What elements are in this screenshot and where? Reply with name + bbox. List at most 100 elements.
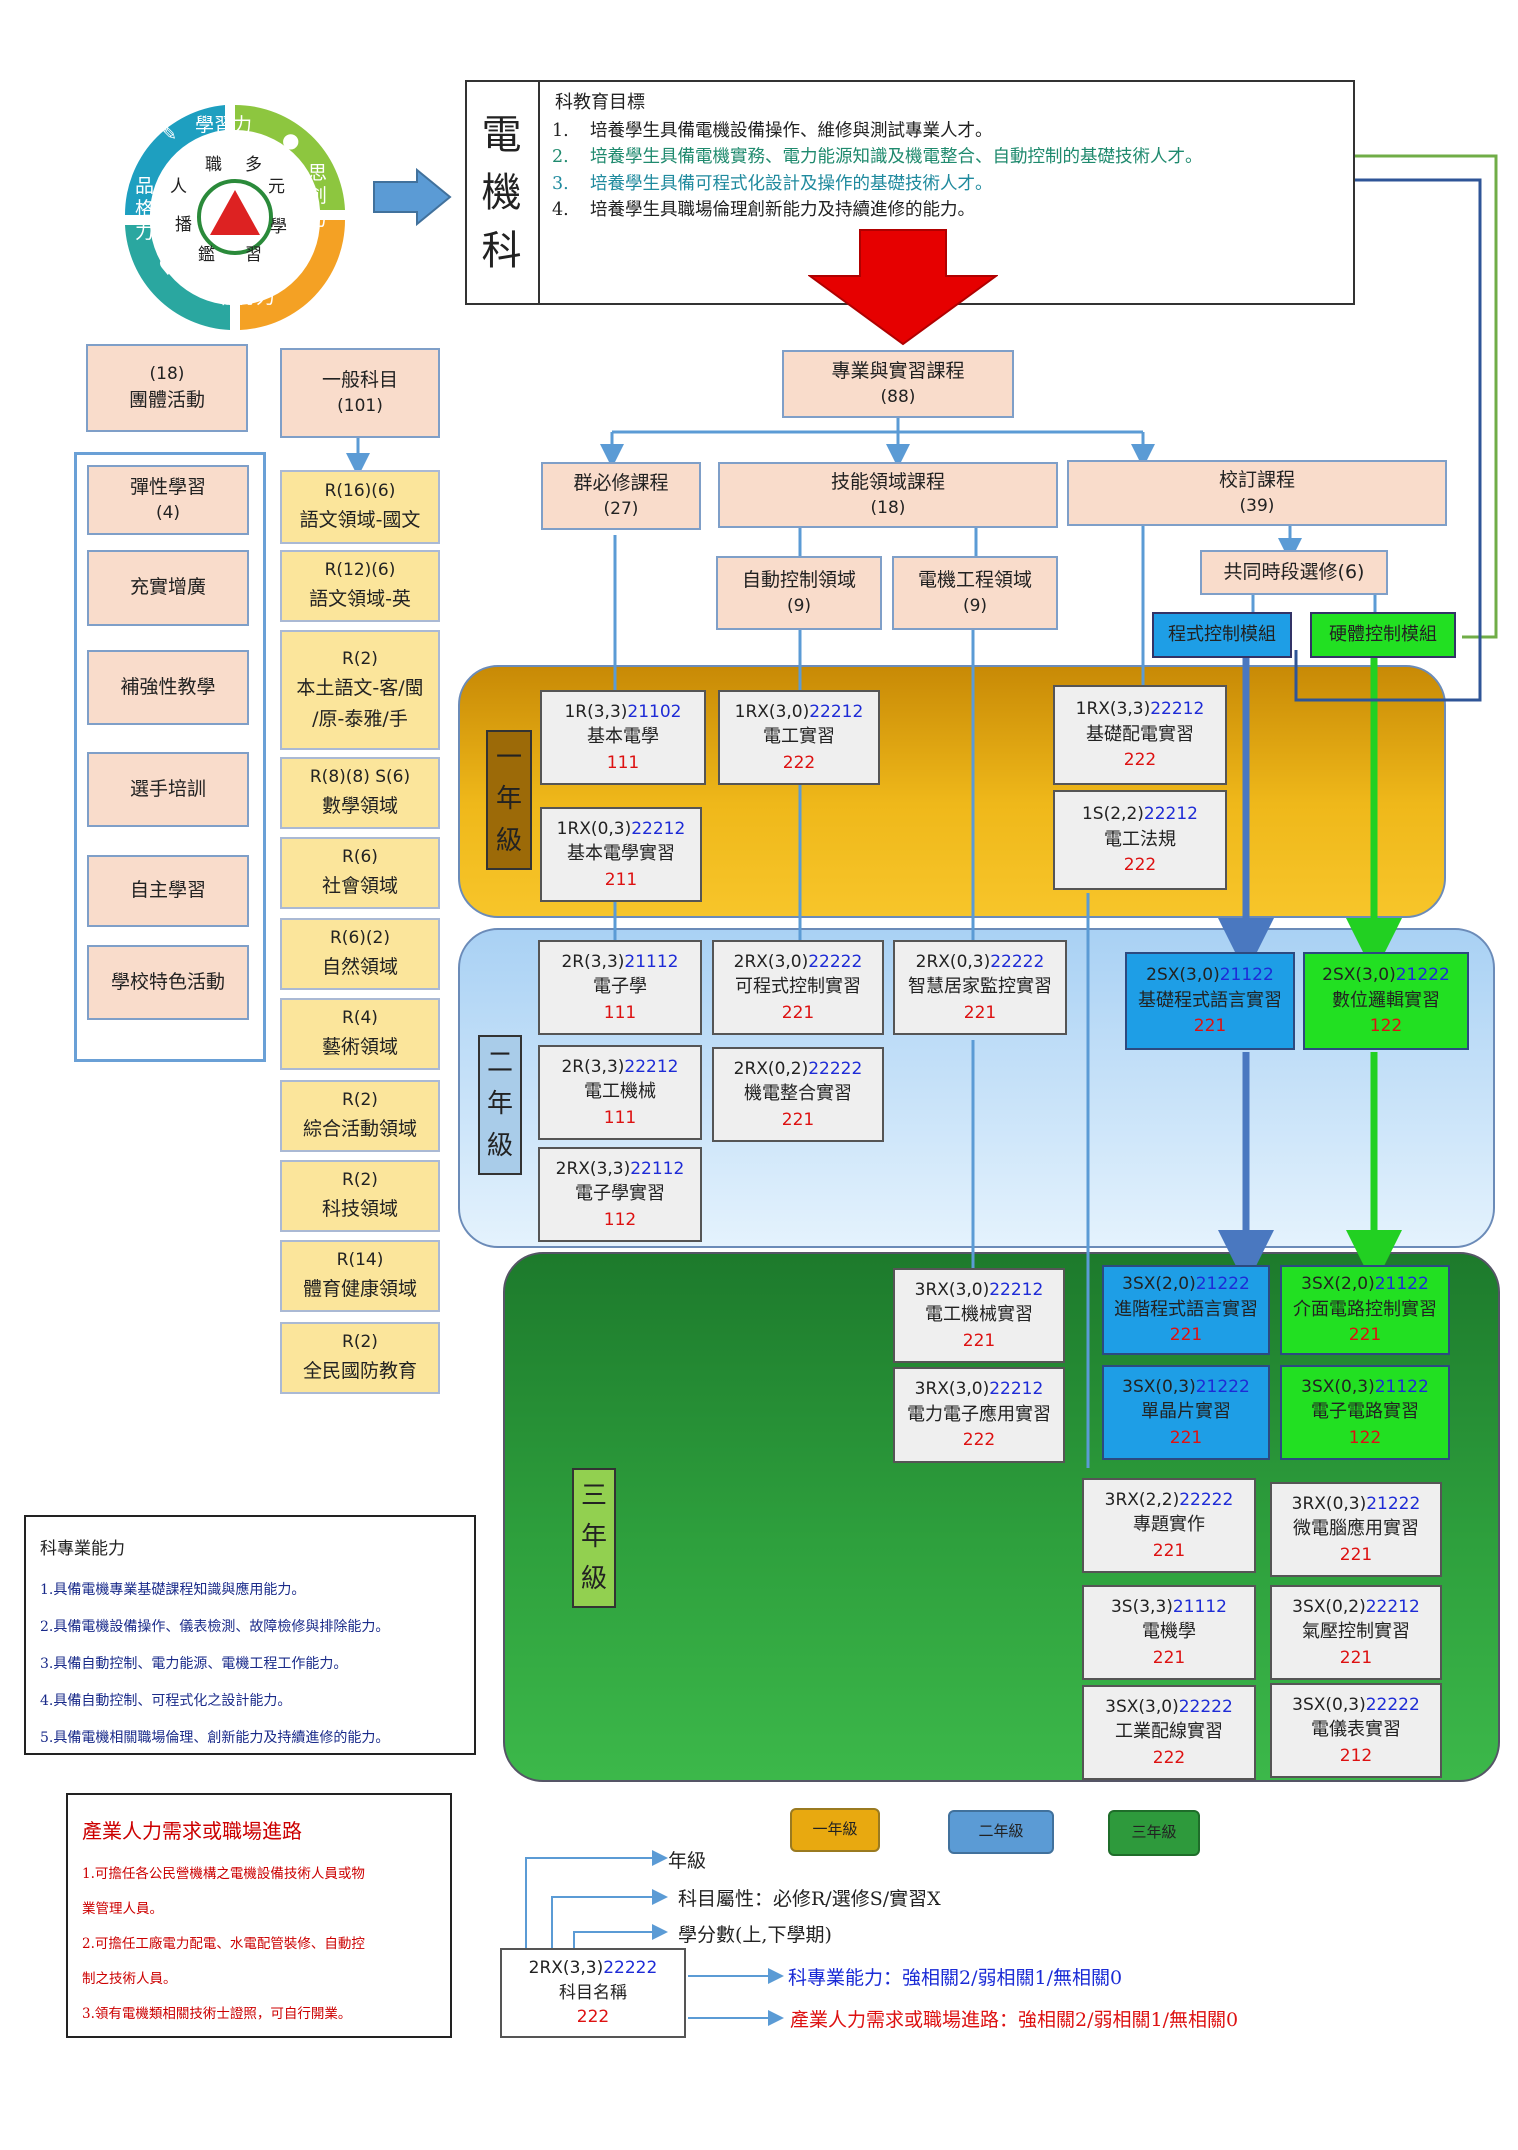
logo-inner-char: 元: [268, 177, 285, 197]
course-code-line: 3SX(2,0)21222: [1122, 1272, 1250, 1297]
course-name: 基礎配電實習: [1086, 723, 1194, 745]
course-code: 1RX(3,3): [1075, 699, 1151, 720]
subject-credit: R(16)(6): [324, 481, 396, 502]
career-title: 產業人力需求或職場進路: [82, 1819, 302, 1843]
course-code: 2RX(3,0): [733, 951, 809, 972]
flex-item-box: 學校特色活動: [87, 945, 249, 1020]
course-name: 數位邏輯實習: [1332, 989, 1440, 1011]
right-arrow-icon: [373, 168, 452, 226]
ability-item: 5.具備電機相關職場倫理、創新能力及持續進修的能力。: [40, 1730, 390, 1747]
subject-box: R(2)本土語文-客/閩/原-泰雅/手: [280, 630, 440, 750]
course-code-line: 2RX(3,3)22112: [556, 1157, 685, 1182]
bulb-icon: ●: [282, 128, 300, 152]
course-code: 3SX(2,0): [1301, 1274, 1375, 1295]
legend-year1: 一年級: [790, 1808, 880, 1852]
course-code: 2SX(3,0): [1322, 965, 1396, 986]
course-code-line: 2R(3,3)21112: [561, 950, 678, 975]
course-code: 2R(3,3): [561, 951, 625, 972]
group-activity-box: (18)團體活動: [86, 344, 248, 432]
logo-inner-char: 學: [270, 217, 287, 237]
flex-item-box: 自主學習: [87, 855, 249, 927]
subject-name: 綜合活動領域: [302, 1118, 417, 1141]
course-number: 21222: [1195, 1274, 1250, 1295]
course-name: 基礎程式語言實習: [1138, 989, 1282, 1011]
course-code-line: 3SX(0,3)21122: [1301, 1375, 1429, 1400]
flex-learning-frame: [74, 452, 266, 1062]
ability-item: 4.具備自動控制、可程式化之設計能力。: [40, 1693, 292, 1710]
subject-credit: R(2): [342, 1332, 378, 1353]
course-code-line: 2R(3,3)22212: [561, 1055, 678, 1080]
course-relation: 211: [604, 869, 638, 890]
subject-credit: R(2): [342, 1090, 378, 1111]
electrical-domain-box: 電機工程領域(9): [892, 556, 1058, 630]
subject-name: 本土語文-客/閩: [296, 677, 424, 700]
year2-label: 二年級: [478, 1035, 522, 1175]
course-relation: 221: [1348, 1325, 1382, 1346]
course-relation: 222: [1152, 1747, 1186, 1768]
course-name: 電子電路實習: [1311, 1401, 1419, 1423]
course-relation: 212: [1339, 1745, 1373, 1766]
dept-char: 科: [481, 227, 522, 274]
course-code-line: 3RX(3,0)22212: [915, 1377, 1044, 1402]
course-number: 22112: [630, 1158, 685, 1179]
subject-box: R(2)全民國防教育: [280, 1322, 440, 1394]
subject-box: R(14)體育健康領域: [280, 1240, 440, 1312]
subject-credit: R(4): [342, 1008, 378, 1029]
goals-title: 科教育目標: [555, 92, 645, 113]
course-name: 電機學: [1142, 1621, 1196, 1643]
course-number: 22222: [1179, 1489, 1234, 1510]
course-name: 電儀表實習: [1311, 1719, 1401, 1741]
subject-credit: R(14): [336, 1250, 384, 1271]
subject-credit: R(12)(6): [324, 560, 396, 581]
course-code-line: 3SX(2,0)21122: [1301, 1272, 1429, 1297]
subject-credit: R(8)(8) S(6): [309, 767, 411, 788]
legend-note-attr: 科目屬性：必修R/選修S/實習X: [678, 1888, 941, 1910]
goals-list: 1.培養學生具備電機設備操作、維修與測試專業人才。 2.培養學生具備電機實務、電…: [552, 118, 1347, 223]
course-number: 22222: [1365, 1694, 1420, 1715]
course-relation: 222: [1123, 750, 1157, 771]
course-number: 21222: [1366, 1493, 1421, 1514]
course-code-line: 1RX(3,3)22212: [1076, 697, 1205, 722]
course-code-line: 3RX(0,3)21222: [1292, 1492, 1421, 1517]
course-name: 專題實作: [1133, 1514, 1205, 1536]
year3-label: 三年級: [572, 1468, 616, 1608]
course-relation: 222: [782, 752, 816, 773]
course-code-line: 1RX(3,0)22212: [735, 700, 864, 725]
course-name: 電工實習: [763, 726, 835, 748]
goal-item: 4.培養學生具職場倫理創新能力及持續進修的能力。: [552, 199, 975, 220]
course-code: 1S(2,2): [1081, 804, 1144, 825]
course-number: 22222: [808, 1058, 863, 1079]
goal-item: 2.培養學生具備電機實務、電力能源知識及機電整合、自動控制的基礎技術人才。: [552, 147, 1203, 168]
subject-name: 自然領域: [321, 956, 398, 979]
course-code: 3SX(0,2): [1292, 1596, 1366, 1617]
flex-item-label: 選手培訓: [129, 777, 206, 800]
course-number: 22222: [1178, 1696, 1233, 1717]
flex-item-label: 學校特色活動: [110, 970, 225, 993]
logo-arc-label: 執行力: [218, 286, 276, 308]
school-course-box: 校訂課程(39): [1067, 460, 1447, 526]
flex-item-label: 補強性教學: [120, 675, 216, 698]
career-line: 3.領有電機類相關技術士證照，可自行開業。: [82, 2006, 352, 2023]
pro-course-box: 專業與實習課程(88): [782, 350, 1014, 418]
course-code: 3RX(2,2): [1104, 1489, 1180, 1510]
subject-credit: R(2): [342, 1170, 378, 1191]
program-module-box: 程式控制模組: [1152, 612, 1292, 658]
course-number: 22212: [1150, 699, 1205, 720]
course-name: 電力電子應用實習: [907, 1403, 1051, 1425]
course-code-line: 3SX(3,0)22222: [1105, 1695, 1233, 1720]
course-relation: 122: [1348, 1427, 1382, 1448]
ability-item: 2.具備電機設備操作、儀表檢測、故障檢修與排除能力。: [40, 1619, 390, 1636]
